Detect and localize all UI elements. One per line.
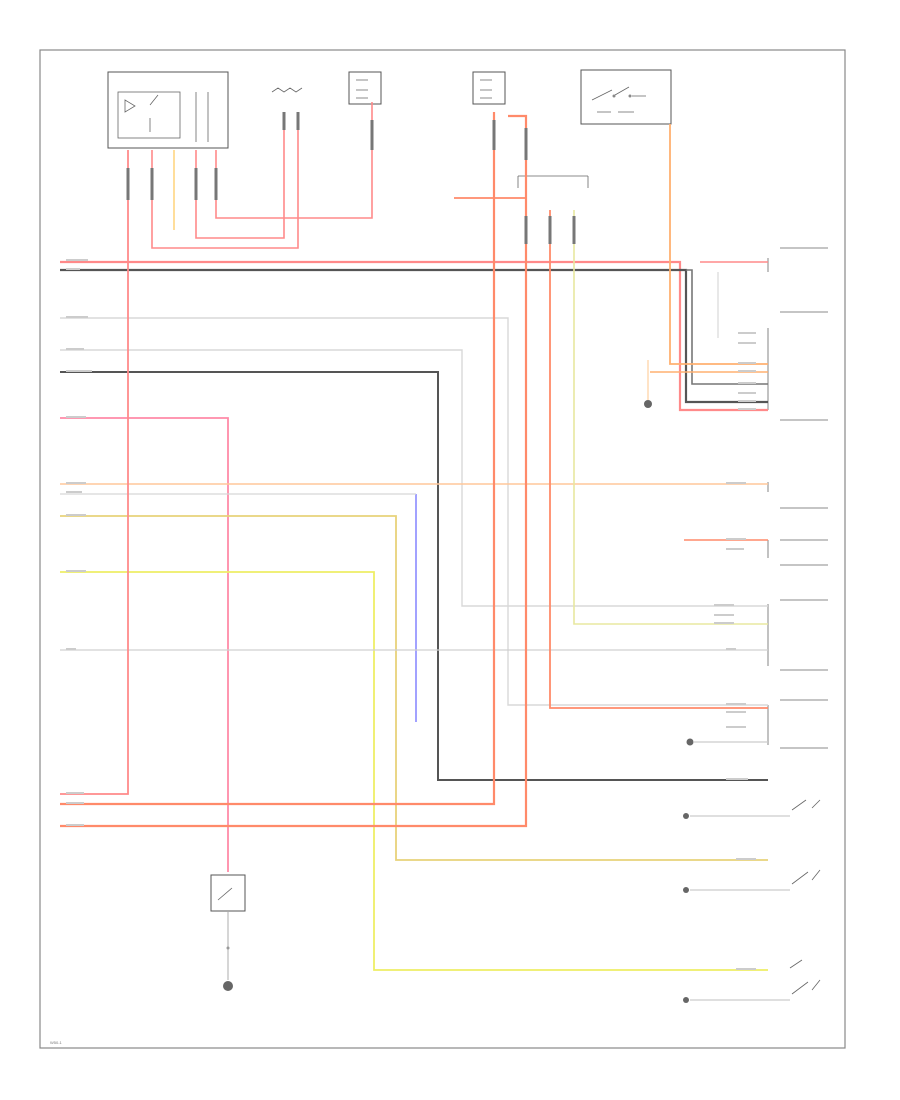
wire-w21 <box>454 197 527 210</box>
fuse-box-2 <box>472 71 506 105</box>
wire-w09 <box>60 417 229 872</box>
wire-w18 <box>669 124 768 365</box>
wire-w03b <box>215 102 373 219</box>
wire-w13 <box>60 571 768 971</box>
wire-w05 <box>60 268 768 404</box>
wire-label-marks <box>66 259 756 970</box>
ground-upper-right <box>644 400 652 408</box>
wire-w16 <box>60 112 496 806</box>
wire-w01 <box>60 260 768 412</box>
wire-w15 <box>60 150 129 795</box>
switch-sensor-1 <box>683 799 821 819</box>
wire-w08 <box>60 371 768 781</box>
ignition-switch <box>580 69 672 125</box>
relay-box-top-left <box>107 71 229 149</box>
wire-w17 <box>60 114 528 828</box>
door-switch <box>210 874 246 991</box>
diagram-frame <box>39 49 846 1049</box>
switch-sensor-2 <box>683 869 821 893</box>
wire-w20 <box>549 210 768 709</box>
connector-stubs <box>126 112 576 244</box>
wire-w06 <box>60 317 768 706</box>
fuse-box-1 <box>348 71 382 105</box>
ground-lower-1 <box>686 738 768 746</box>
page-code: W50-1 <box>50 1040 63 1045</box>
wire-w05b <box>686 269 768 385</box>
splice-block <box>517 175 589 188</box>
resistor-connector <box>271 87 303 93</box>
right-component-brackets <box>767 247 828 749</box>
wire-w07 <box>60 349 768 607</box>
wire-w19 <box>573 210 768 625</box>
switch-sensor-3 <box>683 959 821 1003</box>
wire-w12 <box>60 515 768 861</box>
wire-w03 <box>195 112 285 239</box>
